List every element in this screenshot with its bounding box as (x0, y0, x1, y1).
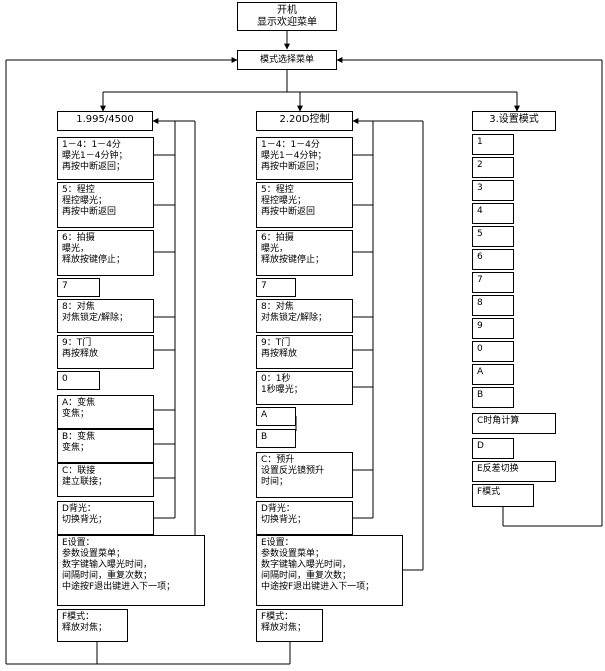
col2-title-box: 2.20D控制 (256, 111, 353, 131)
col3-item-1: 1 (472, 134, 514, 155)
col2-item-9: 9：T门 再按释放 (256, 335, 353, 369)
col1-item-d: D背光： 切换背光； (57, 501, 154, 535)
col1-item-7: 7 (57, 278, 100, 297)
col2-item-f: F模式： 释放对焦； (256, 609, 323, 642)
col2-item-a: A (256, 407, 296, 426)
col1-item-b: B：变焦 变焦； (57, 429, 154, 463)
col3-item-e: E反差切换 (472, 461, 556, 482)
col1-item-a: A：变焦 变焦； (57, 395, 154, 429)
col1-item-e: E设置： 参数设置菜单； 数字键输入曝光时间， 间隔时间，重复次数； 中途按F退… (57, 535, 205, 606)
col2-item-c: C：预升 设置反光镜预升 时间； (256, 452, 353, 498)
col3-item-f: F模式 (472, 484, 534, 507)
col1-item-1-4: 1－4：1－4分 曝光1－4分钟； 再按中断返回； (57, 137, 154, 180)
col3-item-3: 3 (472, 180, 514, 201)
col2-item-7: 7 (256, 278, 296, 297)
col2-item-1-4: 1－4：1－4分 曝光1－4分钟； 再按中断返回； (256, 137, 353, 180)
col3-item-c: C时角计算 (472, 413, 556, 434)
col3-item-9: 9 (472, 318, 514, 339)
col3-item-a: A (472, 364, 514, 385)
col3-item-2: 2 (472, 157, 514, 178)
col2-item-6: 6：拍摄 曝光， 释放按键停止； (256, 230, 353, 276)
col1-item-6: 6：拍摄 曝光， 释放按键停止； (57, 230, 154, 276)
mode-menu-box: 模式选择菜单 (237, 50, 337, 70)
col2-item-d: D背光： 切换背光； (256, 501, 353, 535)
col2-item-5: 5：程控 程控曝光； 再按中断返回 (256, 182, 353, 228)
col3-item-4: 4 (472, 203, 514, 224)
col1-item-f: F模式： 释放对焦； (57, 609, 128, 642)
col2-item-8: 8：对焦 对焦锁定/解除； (256, 299, 353, 333)
col3-item-5: 5 (472, 226, 514, 247)
col3-title-box: 3.设置模式 (472, 111, 556, 131)
col3-item-d: D (472, 438, 514, 459)
col1-title-box: 1.995/4500 (57, 111, 153, 131)
col3-item-7: 7 (472, 272, 514, 293)
col2-item-0: 0：1秒 1秒曝光； (256, 371, 353, 405)
col1-item-0: 0 (57, 371, 100, 390)
col1-item-5: 5：程控 程控曝光； 再按中断返回 (57, 182, 154, 228)
col2-item-e: E设置： 参数设置菜单； 数字键输入曝光时间， 间隔时间，重复次数； 中途按F退… (256, 535, 403, 606)
col3-item-8: 8 (472, 295, 514, 316)
col1-item-8: 8：对焦 对焦锁定/解除； (57, 299, 154, 333)
col1-item-9: 9：T门 再按释放 (57, 335, 154, 369)
col3-item-6: 6 (472, 249, 514, 270)
col1-item-c: C：联接 建立联接； (57, 463, 154, 497)
col3-item-0: 0 (472, 341, 514, 362)
start-box: 开机 显示欢迎菜单 (237, 2, 337, 31)
col2-item-b: B (256, 429, 296, 448)
col3-item-b: B (472, 387, 514, 408)
